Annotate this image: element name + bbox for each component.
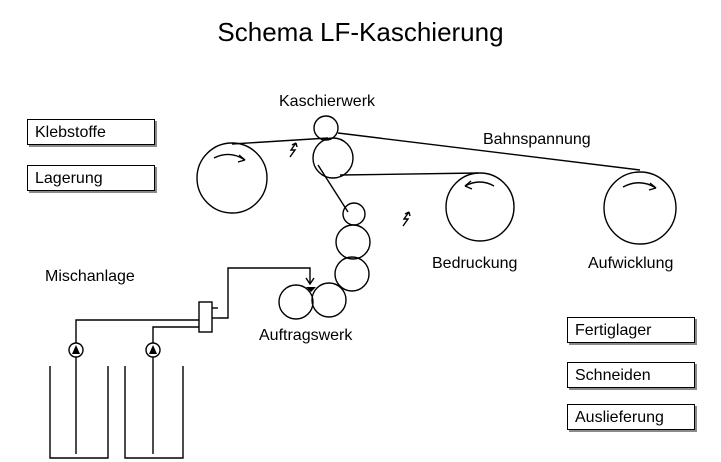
glue-feed-line bbox=[218, 267, 311, 319]
pump-line-2 bbox=[152, 326, 199, 454]
web-line-laminator-to-applicator bbox=[317, 164, 349, 213]
coating-roller-3 bbox=[311, 282, 347, 318]
coating-roller-1 bbox=[335, 224, 371, 260]
print-roll bbox=[445, 172, 515, 242]
tension-mark-icon bbox=[289, 142, 297, 158]
web-line-laminator-to-winder bbox=[337, 132, 641, 171]
glue-nip bbox=[306, 287, 316, 292]
unwind-roll bbox=[196, 142, 268, 214]
laminator-top-roller bbox=[313, 115, 339, 141]
box-auslieferung: Auslieferung bbox=[567, 404, 695, 430]
web-line-laminator-to-print bbox=[339, 172, 479, 176]
coating-roller-2 bbox=[334, 256, 370, 292]
label-bahnspannung: Bahnspannung bbox=[483, 131, 591, 148]
label-kaschierwerk: Kaschierwerk bbox=[279, 93, 376, 110]
box-lagerung: Lagerung bbox=[27, 165, 155, 191]
diagram-title: Schema LF-Kaschierung bbox=[217, 17, 504, 47]
box-fertiglager: Fertiglager bbox=[567, 317, 695, 343]
web-line-unwind-to-laminator bbox=[231, 137, 329, 145]
pump-line-1 bbox=[75, 319, 199, 454]
label-auftragswerk: Auftragswerk bbox=[259, 327, 353, 344]
label-bedruckung: Bedruckung bbox=[432, 255, 518, 272]
coating-roller-4 bbox=[278, 284, 314, 320]
tension-mark-icon bbox=[402, 211, 410, 227]
storage-tank-1 bbox=[49, 366, 109, 459]
glue-feed-arrow-icon bbox=[305, 277, 315, 286]
coating-small-roller bbox=[342, 202, 366, 226]
winder-roll bbox=[603, 171, 677, 245]
label-mischanlage: Mischanlage bbox=[45, 268, 135, 285]
box-klebstoffe: Klebstoffe bbox=[27, 119, 155, 145]
mixing-valve bbox=[198, 301, 213, 333]
box-schneiden: Schneiden bbox=[567, 362, 695, 388]
laminator-main-roller bbox=[312, 137, 354, 179]
label-aufwicklung: Aufwicklung bbox=[588, 255, 674, 272]
storage-tank-2 bbox=[124, 366, 184, 459]
